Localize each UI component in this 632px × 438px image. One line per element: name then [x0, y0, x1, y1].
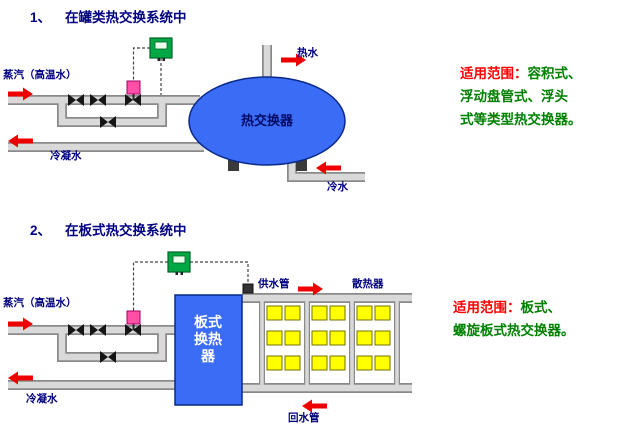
section-2-heading: 2、在板式热交换系统中 — [30, 219, 187, 239]
note-2: 适用范围：板式、 螺旋板式热交换器。 — [453, 296, 605, 342]
bypass-valve-icon — [100, 351, 116, 363]
section-2-number: 2、 — [30, 223, 52, 238]
flow-arrow-icon — [302, 399, 327, 413]
pipe-sensor-icon — [242, 283, 254, 294]
valve-icon — [68, 94, 84, 106]
valve-icon — [90, 94, 106, 106]
condensate-label: 冷凝水 — [26, 393, 58, 405]
control-valve-icon — [125, 80, 141, 106]
section-1-number: 1、 — [30, 10, 52, 25]
flow-arrow-icon — [8, 134, 33, 148]
tank-label: 热交换器 — [240, 113, 293, 128]
plate-heat-exchanger — [174, 294, 243, 406]
cold-water-label: 冷水 — [327, 181, 348, 193]
condensate-label: 冷凝水 — [50, 150, 82, 162]
cold-water-pipe — [288, 162, 365, 181]
flow-arrow-icon — [8, 317, 33, 331]
steam-label: 蒸汽（高温水） — [3, 69, 77, 81]
flow-arrow-icon — [298, 282, 323, 296]
flow-arrow-icon — [316, 161, 341, 175]
flow-arrow-icon — [281, 53, 306, 67]
tank-system-diagram — [8, 37, 365, 182]
section-1-title: 在罐类热交换系统中 — [65, 10, 187, 25]
radiator — [266, 305, 391, 371]
valve-icon — [68, 324, 84, 336]
return-pipe-label: 回水管 — [288, 412, 320, 424]
temperature-controller-icon — [167, 251, 191, 275]
radiator-label: 散热器 — [352, 278, 384, 290]
tank-leg — [228, 155, 239, 171]
plate-system-diagram — [8, 251, 412, 413]
bypass-valve-icon — [100, 116, 116, 128]
control-valve-icon — [125, 310, 141, 336]
signal-line — [132, 47, 150, 81]
steam-label: 蒸汽（高温水） — [3, 297, 77, 309]
supply-pipe-label: 供水管 — [258, 278, 290, 290]
flow-arrow-icon — [8, 87, 33, 101]
hot-water-label: 热水 — [297, 47, 318, 59]
note-2-prefix: 适用范围： — [453, 300, 521, 315]
valve-icon — [90, 324, 106, 336]
note-2-body: 板式、 螺旋板式热交换器。 — [453, 300, 575, 338]
note-1-body: 容积式、 浮动盘管式、浮头 式等类型热交换器。 — [460, 66, 582, 127]
flow-arrow-icon — [8, 371, 33, 385]
section-2-title: 在板式热交换系统中 — [65, 223, 187, 238]
tank-heat-exchanger — [188, 76, 346, 166]
note-1: 适用范围：容积式、 浮动盘管式、浮头 式等类型热交换器。 — [460, 62, 612, 131]
signal-line — [190, 261, 249, 288]
tank-leg — [296, 155, 307, 171]
temperature-controller-icon — [149, 37, 173, 61]
plate-hx-label: 板式换热器 — [194, 314, 222, 364]
signal-line — [132, 261, 168, 311]
note-1-prefix: 适用范围： — [460, 66, 528, 81]
section-1-heading: 1、在罐类热交换系统中 — [30, 6, 187, 26]
